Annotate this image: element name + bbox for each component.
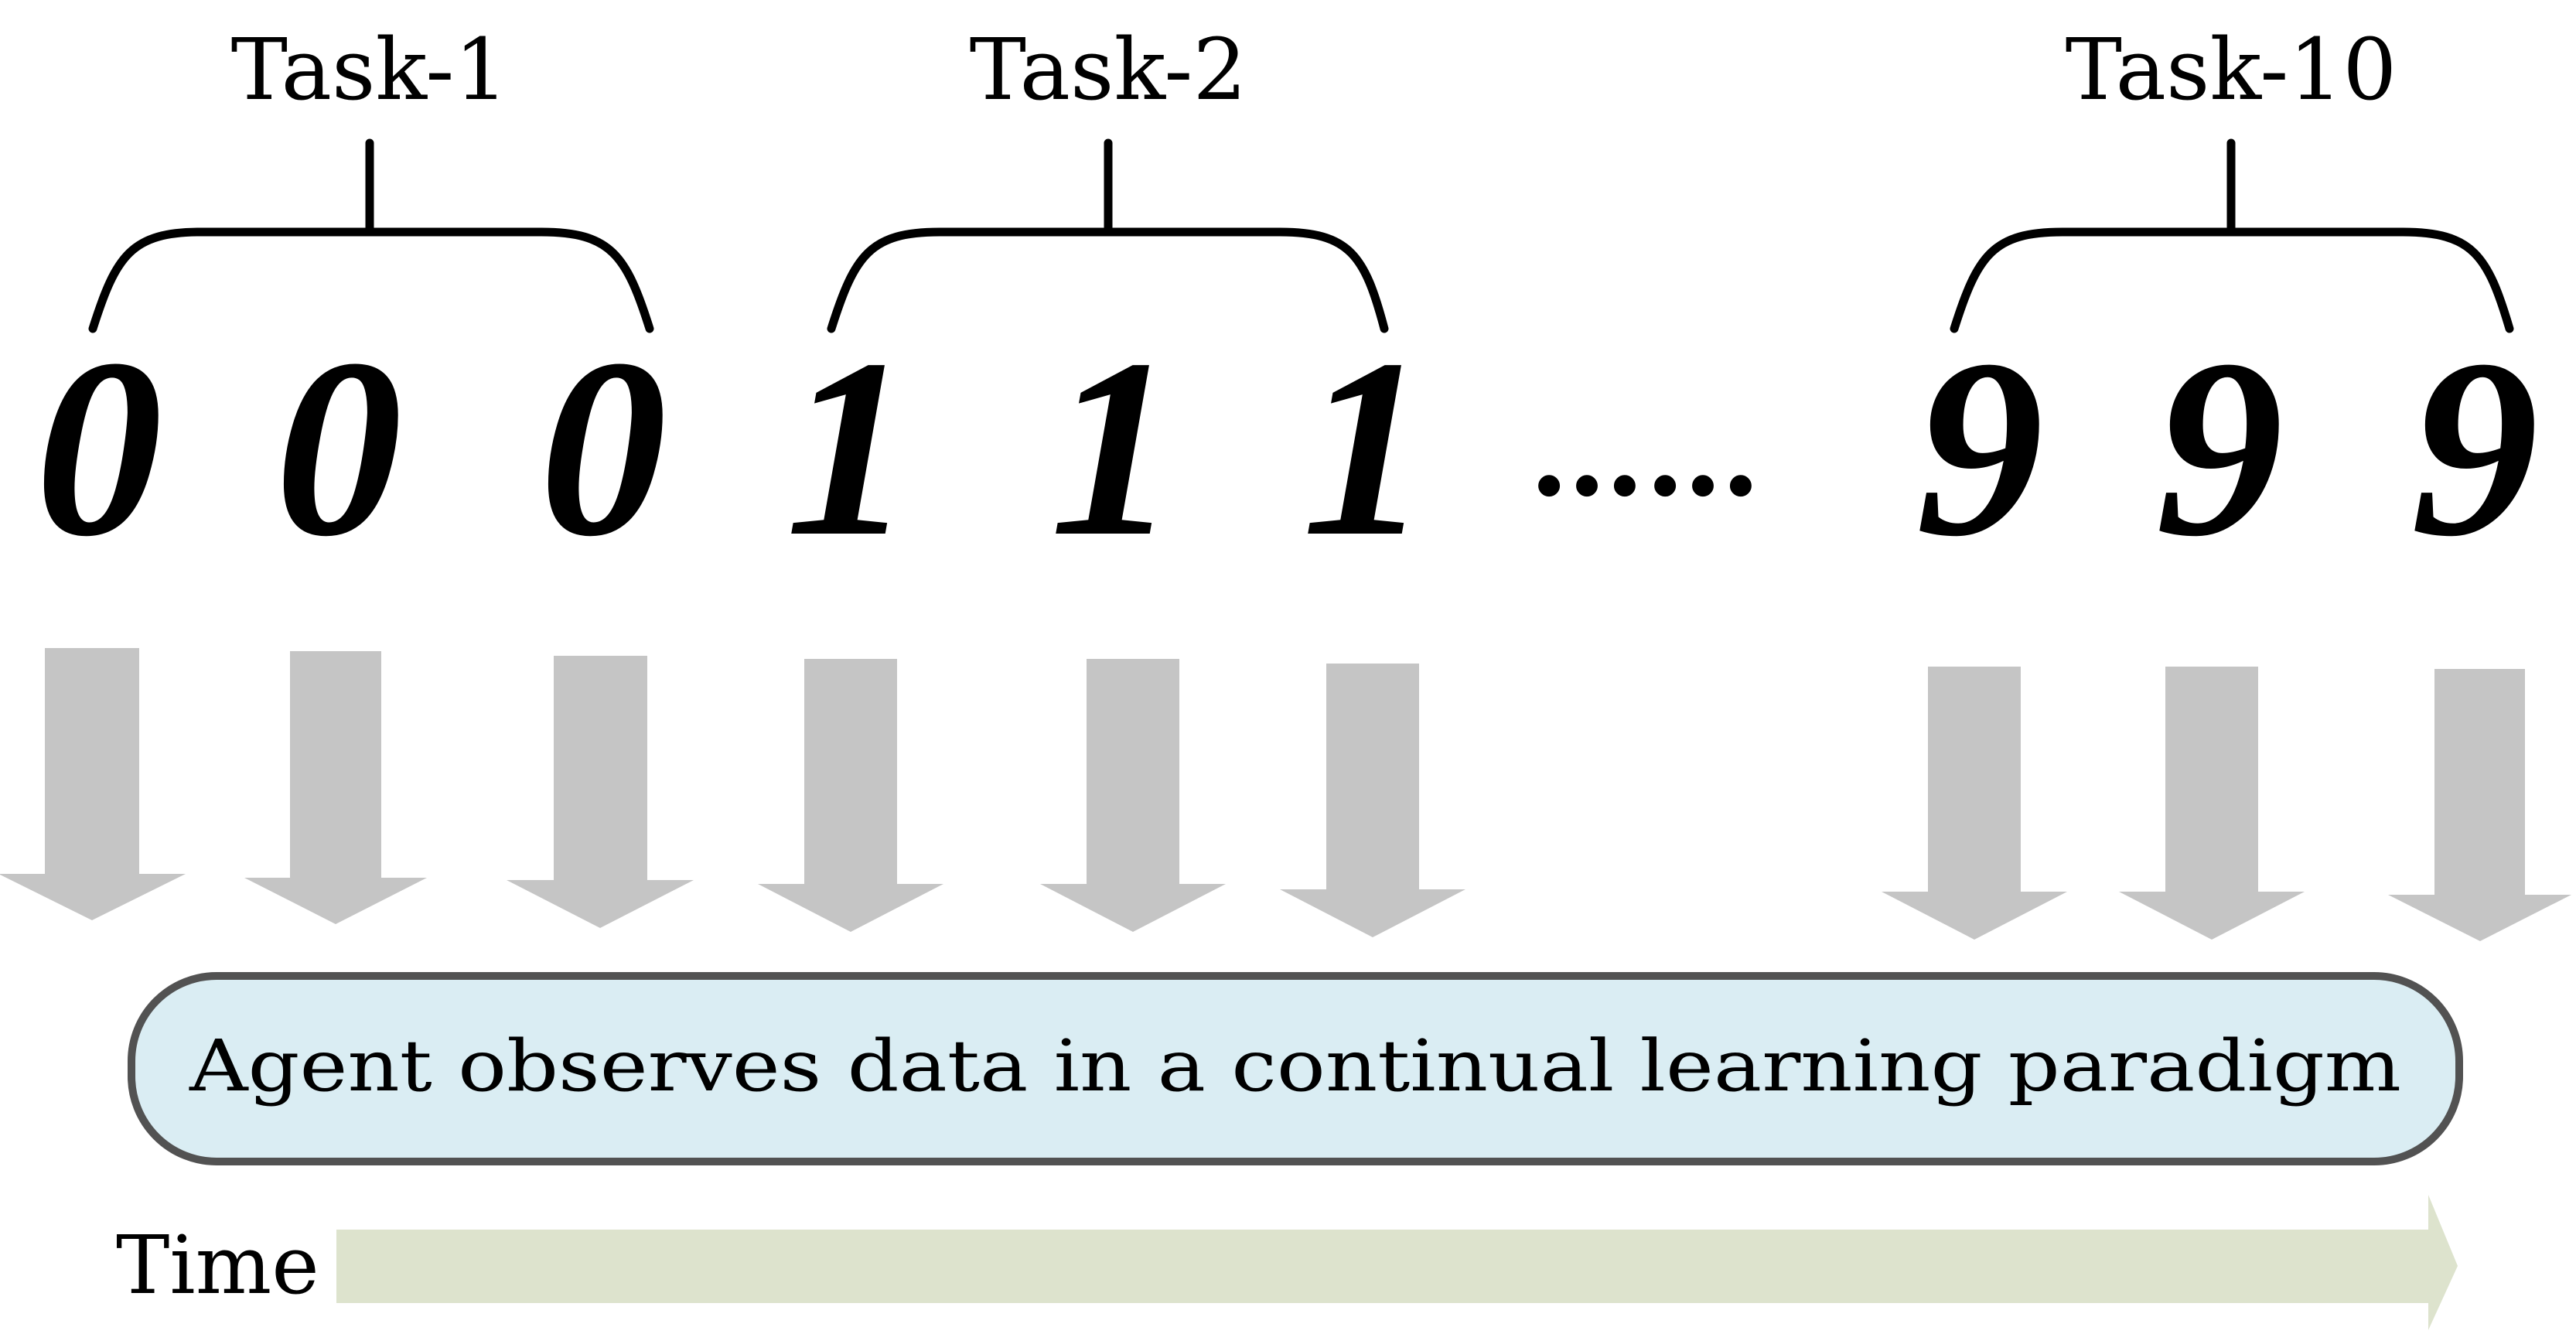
task-group-10: Task-10 9 9 9 bbox=[1916, 20, 2539, 589]
digit-sample: 1 bbox=[1050, 307, 1178, 589]
task-bracket-2 bbox=[827, 138, 1389, 333]
digit-sample: 0 bbox=[36, 307, 163, 589]
digit-sample: 9 bbox=[1916, 307, 2044, 589]
down-arrow bbox=[2119, 667, 2305, 940]
time-arrow bbox=[336, 1195, 2458, 1330]
agent-box-shape bbox=[128, 972, 2463, 1165]
down-arrow bbox=[507, 656, 694, 928]
ellipsis: …… bbox=[1529, 387, 1761, 523]
down-arrow bbox=[0, 648, 186, 920]
digit-sample: 9 bbox=[2156, 307, 2284, 589]
task-group-2: Task-2 1 1 1 bbox=[786, 20, 1430, 589]
digit-sample: 1 bbox=[786, 307, 913, 589]
digit-sample: 0 bbox=[275, 307, 403, 589]
digit-sample: 1 bbox=[1302, 307, 1430, 589]
down-arrow bbox=[758, 659, 943, 932]
task-group-1: Task-1 0 0 0 bbox=[36, 20, 667, 589]
down-arrow bbox=[2388, 669, 2571, 941]
time-axis: Time bbox=[116, 1195, 2458, 1330]
digit-sample: 0 bbox=[540, 307, 667, 589]
time-label: Time bbox=[116, 1218, 319, 1312]
down-arrow bbox=[1040, 659, 1226, 932]
task-bracket-10 bbox=[1950, 138, 2514, 333]
task-label-1: Task-1 bbox=[231, 20, 509, 119]
task-label-10: Task-10 bbox=[2066, 20, 2397, 119]
digit-sample: 9 bbox=[2411, 307, 2539, 589]
observation-arrows bbox=[0, 648, 2571, 941]
down-arrow bbox=[244, 651, 427, 924]
down-arrow bbox=[1882, 667, 2067, 940]
agent-box: Agent observes data in a continual learn… bbox=[128, 972, 2463, 1165]
down-arrow bbox=[1280, 664, 1465, 937]
task-label-2: Task-2 bbox=[970, 20, 1247, 119]
agent-box-label: Agent observes data in a continual learn… bbox=[189, 1025, 2401, 1107]
task-bracket-1 bbox=[88, 138, 654, 333]
